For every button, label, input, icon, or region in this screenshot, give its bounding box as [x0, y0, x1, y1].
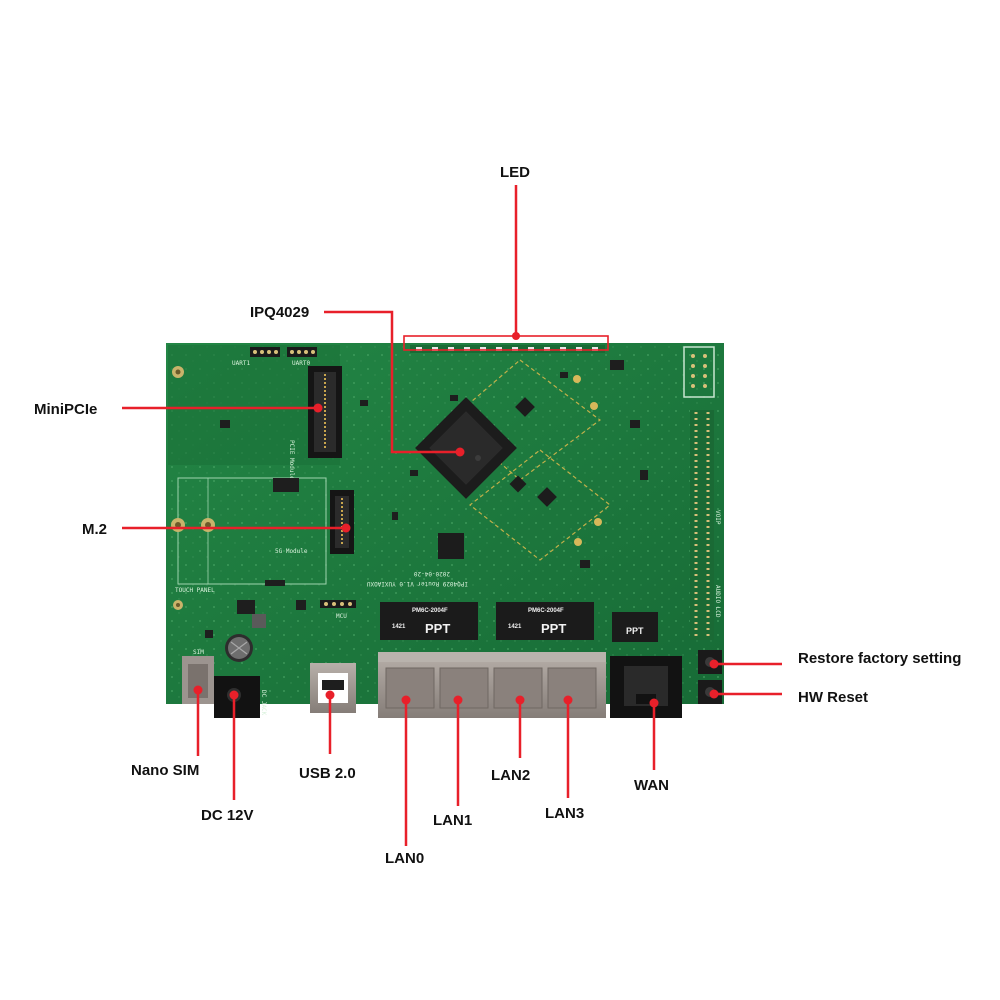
callout-labels: LED IPQ4029 MiniPCIe M.2 Restore factory…	[34, 164, 961, 867]
label-led: LED	[500, 164, 530, 181]
ppt-small-label: PPT	[626, 626, 644, 636]
wan-port	[610, 656, 682, 718]
silk-board-name: IPQ4029 Router V1.0 YUXIAOXU	[366, 580, 468, 587]
label-hw-reset: HW Reset	[798, 689, 868, 706]
label-wan: WAN	[634, 777, 669, 794]
silk-audio-lcd: AUDIO LCD	[714, 585, 721, 618]
small-components	[205, 360, 648, 638]
silk-voip: VOIP	[714, 510, 721, 525]
ipq4029-chip	[415, 397, 517, 499]
silk-dc-jack: DC JACK	[260, 690, 267, 716]
callout-dot-restore	[709, 659, 719, 669]
electrolytic-capacitor	[225, 634, 253, 662]
mounting-hole	[201, 518, 215, 532]
callout-dots	[193, 332, 719, 708]
silk-pcie-module: PCIE Module	[288, 440, 295, 480]
antenna-connector	[594, 518, 602, 526]
callout-dot-lan1	[453, 695, 463, 705]
antenna-connector	[574, 538, 582, 546]
callout-dot-ipq	[455, 447, 465, 457]
pcb-board: UART1 UART0 PCIE Module 5G Module TOUCH …	[166, 343, 724, 718]
ppt-right-num: 1421	[508, 624, 522, 630]
label-restore-factory-setting: Restore factory setting	[798, 650, 961, 667]
rf-chip	[515, 397, 535, 417]
mcu-header	[320, 600, 356, 608]
callout-dot-led	[512, 332, 520, 340]
callout-dot-hwreset	[709, 689, 719, 699]
callout-dot-lan0	[401, 695, 411, 705]
nano-sim-slot	[182, 656, 214, 704]
ppt-right-label: PPT	[541, 621, 566, 636]
silk-mcu: MCU	[336, 613, 347, 620]
mounting-hole	[173, 600, 183, 610]
callout-line-ipq	[324, 310, 460, 454]
usb-port	[310, 663, 356, 713]
ppt-left-num: 1421	[392, 624, 406, 630]
antenna-connector	[590, 402, 598, 410]
label-m2: M.2	[82, 521, 107, 538]
uart0-header	[287, 347, 317, 357]
antenna-connector	[573, 375, 581, 383]
label-lan3: LAN3	[545, 805, 584, 822]
label-ipq4029: IPQ4029	[250, 304, 309, 321]
callout-box-led	[403, 335, 609, 351]
voip-pin-strip	[690, 410, 714, 640]
ppt-transformer-right: PPT PM6C-2004F 1421	[496, 602, 594, 640]
ppt-transformer-left: PPT PM6C-2004F 1421	[380, 602, 478, 640]
silk-5g-module: 5G Module	[275, 548, 308, 555]
silk-touch-panel: TOUCH PANEL	[175, 587, 215, 594]
callout-dot-usb	[325, 690, 335, 700]
callout-dot-dc12v	[229, 690, 239, 700]
silk-uart0: UART0	[292, 360, 310, 367]
label-dc-12v: DC 12V	[201, 807, 254, 824]
silk-date: 2020-04-20	[413, 570, 450, 577]
uart1-header	[250, 347, 280, 357]
callout-dot-nanosim	[193, 685, 203, 695]
ethernet-lan-block	[378, 652, 606, 718]
silk-uart1: UART1	[232, 360, 250, 367]
minipcie-slot	[308, 366, 342, 458]
ppt-left-code: PM6C-2004F	[412, 608, 448, 614]
label-minipcie: MiniPCIe	[34, 401, 97, 418]
rf-chip	[537, 487, 557, 507]
label-lan0: LAN0	[385, 850, 424, 867]
ppt-transformer-small: PPT	[612, 612, 658, 642]
label-lan2: LAN2	[491, 767, 530, 784]
label-usb-2: USB 2.0	[299, 765, 356, 782]
mounting-hole	[172, 366, 184, 378]
mounting-hole	[171, 518, 185, 532]
callout-dot-lan3	[563, 695, 573, 705]
ppt-right-code: PM6C-2004F	[528, 608, 564, 614]
callout-dot-minipcie	[313, 403, 323, 413]
label-nano-sim: Nano SIM	[131, 762, 199, 779]
ethernet-switch-chip	[438, 533, 464, 559]
label-lan1: LAN1	[433, 812, 472, 829]
led-row	[410, 345, 605, 353]
callout-dot-m2	[341, 523, 351, 533]
rf-chip	[509, 475, 527, 493]
silk-sim: SIM	[193, 649, 204, 656]
callout-dot-lan2	[515, 695, 525, 705]
jtag-header	[683, 346, 715, 398]
callout-dot-wan	[649, 698, 659, 708]
callout-lines	[122, 185, 782, 846]
ppt-left-label: PPT	[425, 621, 450, 636]
m2-slot	[330, 490, 354, 554]
